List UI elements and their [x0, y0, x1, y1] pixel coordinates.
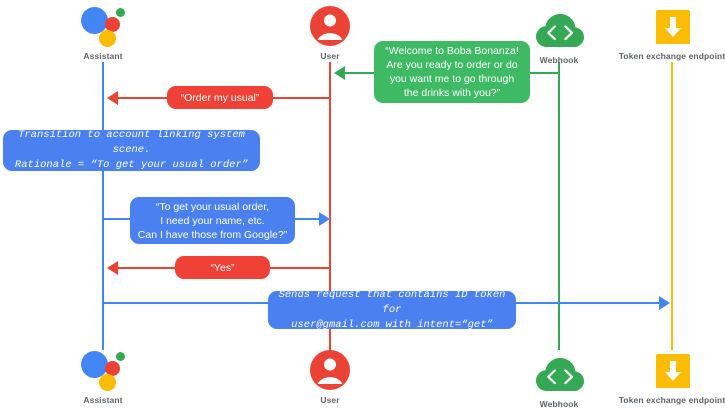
actor-label-assistant-top: Assistant — [83, 51, 123, 61]
message-ask-for-name: “To get your usual order, I need your na… — [130, 197, 295, 244]
note-transition-text: Transition to account linking system sce… — [14, 129, 249, 171]
actor-user-bottom: User — [275, 348, 385, 406]
actor-webhook-top: Webhook — [504, 8, 614, 66]
lifeline-user — [329, 62, 331, 350]
actor-token-endpoint-top: Token exchange endpoint — [617, 4, 725, 62]
arrowhead-sends-request — [659, 296, 670, 310]
cloud-code-icon — [504, 8, 614, 52]
google-assistant-icon — [48, 4, 158, 48]
message-order-my-usual-text: “Order my usual” — [180, 91, 260, 104]
actor-label-user-bottom: User — [320, 395, 340, 405]
actor-assistant-bottom: Assistant — [48, 348, 158, 406]
arrowhead-order-my-usual — [107, 91, 118, 105]
note-transition-to-account-linking: Transition to account linking system sce… — [3, 129, 260, 171]
actor-label-webhook-bottom: Webhook — [539, 399, 579, 409]
message-yes: “Yes” — [175, 256, 270, 279]
message-welcome: “Welcome to Boba Bonanza! Are you ready … — [374, 41, 530, 103]
actor-webhook-bottom: Webhook — [504, 352, 614, 410]
message-welcome-text: “Welcome to Boba Bonanza! Are you ready … — [385, 45, 519, 99]
download-box-icon — [617, 4, 725, 48]
actor-user-top: User — [275, 4, 385, 62]
actor-label-user-top: User — [320, 51, 340, 61]
actor-label-token-endpoint-bottom: Token exchange endpoint — [618, 395, 725, 405]
arrowhead-ask-for-name — [319, 212, 330, 226]
arrowhead-yes — [107, 261, 118, 275]
lifeline-webhook — [558, 62, 560, 350]
arrowhead-welcome — [334, 66, 345, 80]
message-ask-for-name-text: “To get your usual order, I need your na… — [137, 200, 288, 241]
lifeline-assistant — [102, 62, 104, 350]
actor-token-endpoint-bottom: Token exchange endpoint — [617, 348, 725, 406]
download-box-icon-bottom — [617, 348, 725, 392]
user-avatar-icon-bottom — [275, 348, 385, 392]
user-avatar-icon — [275, 4, 385, 48]
note-sends-request: Sends request that contains ID token for… — [268, 289, 516, 331]
actor-assistant-top: Assistant — [48, 4, 158, 62]
google-assistant-icon-bottom — [48, 348, 158, 392]
message-yes-text: “Yes” — [210, 261, 235, 274]
actor-label-webhook-top: Webhook — [539, 55, 579, 65]
actor-label-assistant-bottom: Assistant — [83, 395, 123, 405]
cloud-code-icon-bottom — [504, 352, 614, 396]
lifeline-token-endpoint — [671, 62, 673, 350]
note-sends-request-text: Sends request that contains ID token for… — [278, 288, 506, 331]
actor-label-token-endpoint-top: Token exchange endpoint — [618, 51, 725, 61]
message-order-my-usual: “Order my usual” — [167, 86, 273, 109]
